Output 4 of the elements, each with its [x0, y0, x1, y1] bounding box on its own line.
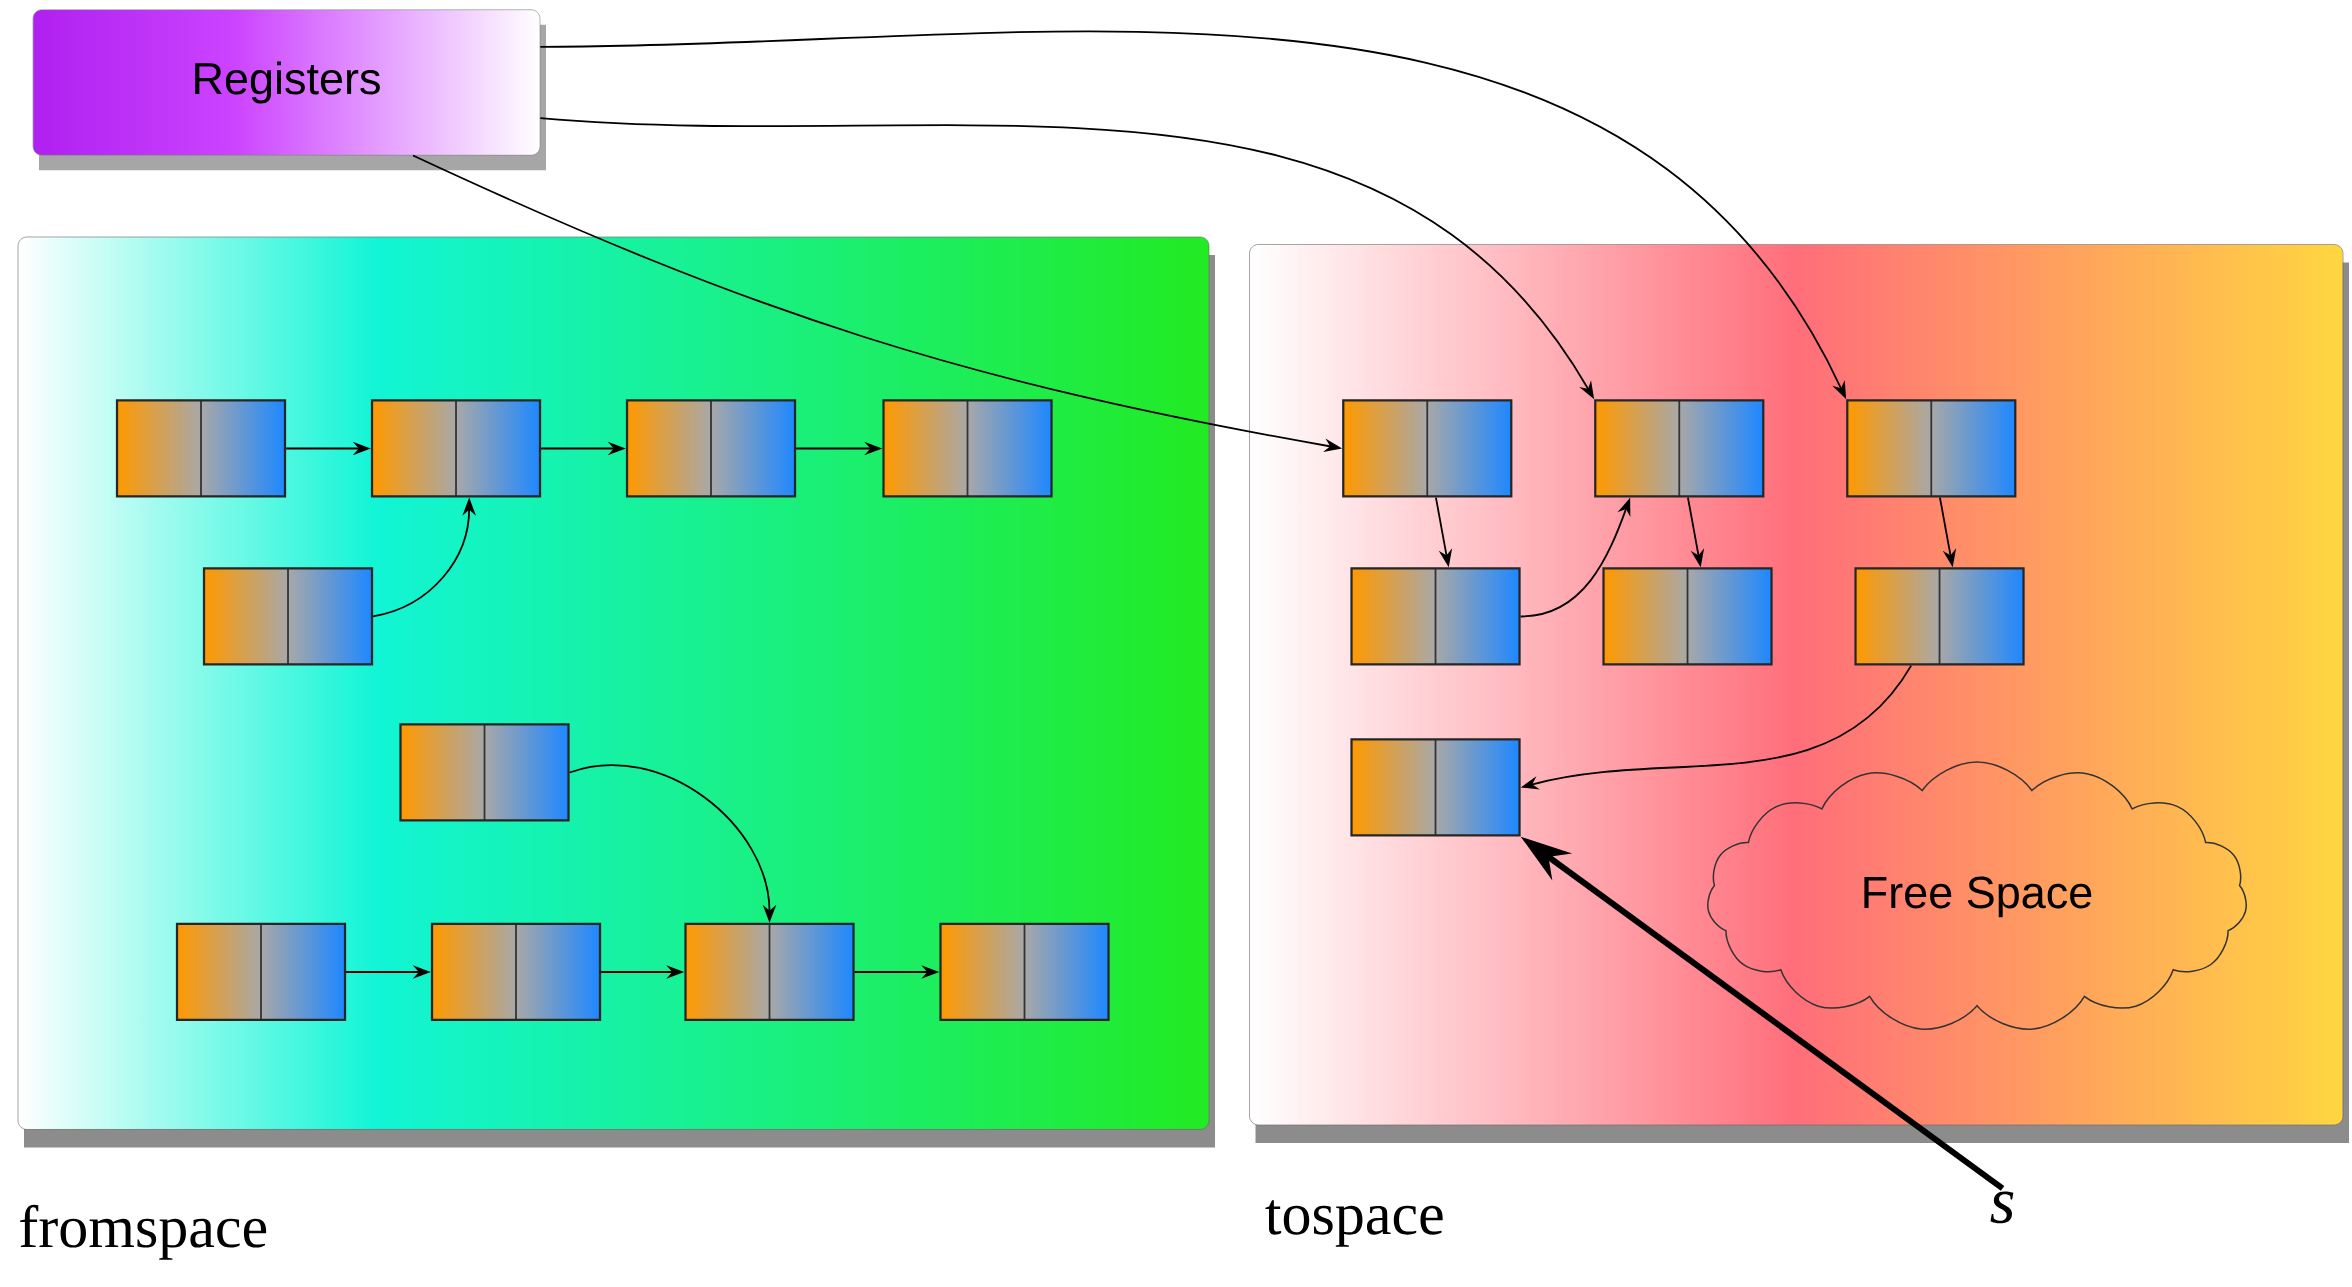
pointer-label: s [1990, 1191, 2014, 1224]
register-box: Registers [32, 9, 546, 171]
region-label: fromspace [20, 1204, 267, 1260]
region-label: tospace [1265, 1200, 1443, 1247]
